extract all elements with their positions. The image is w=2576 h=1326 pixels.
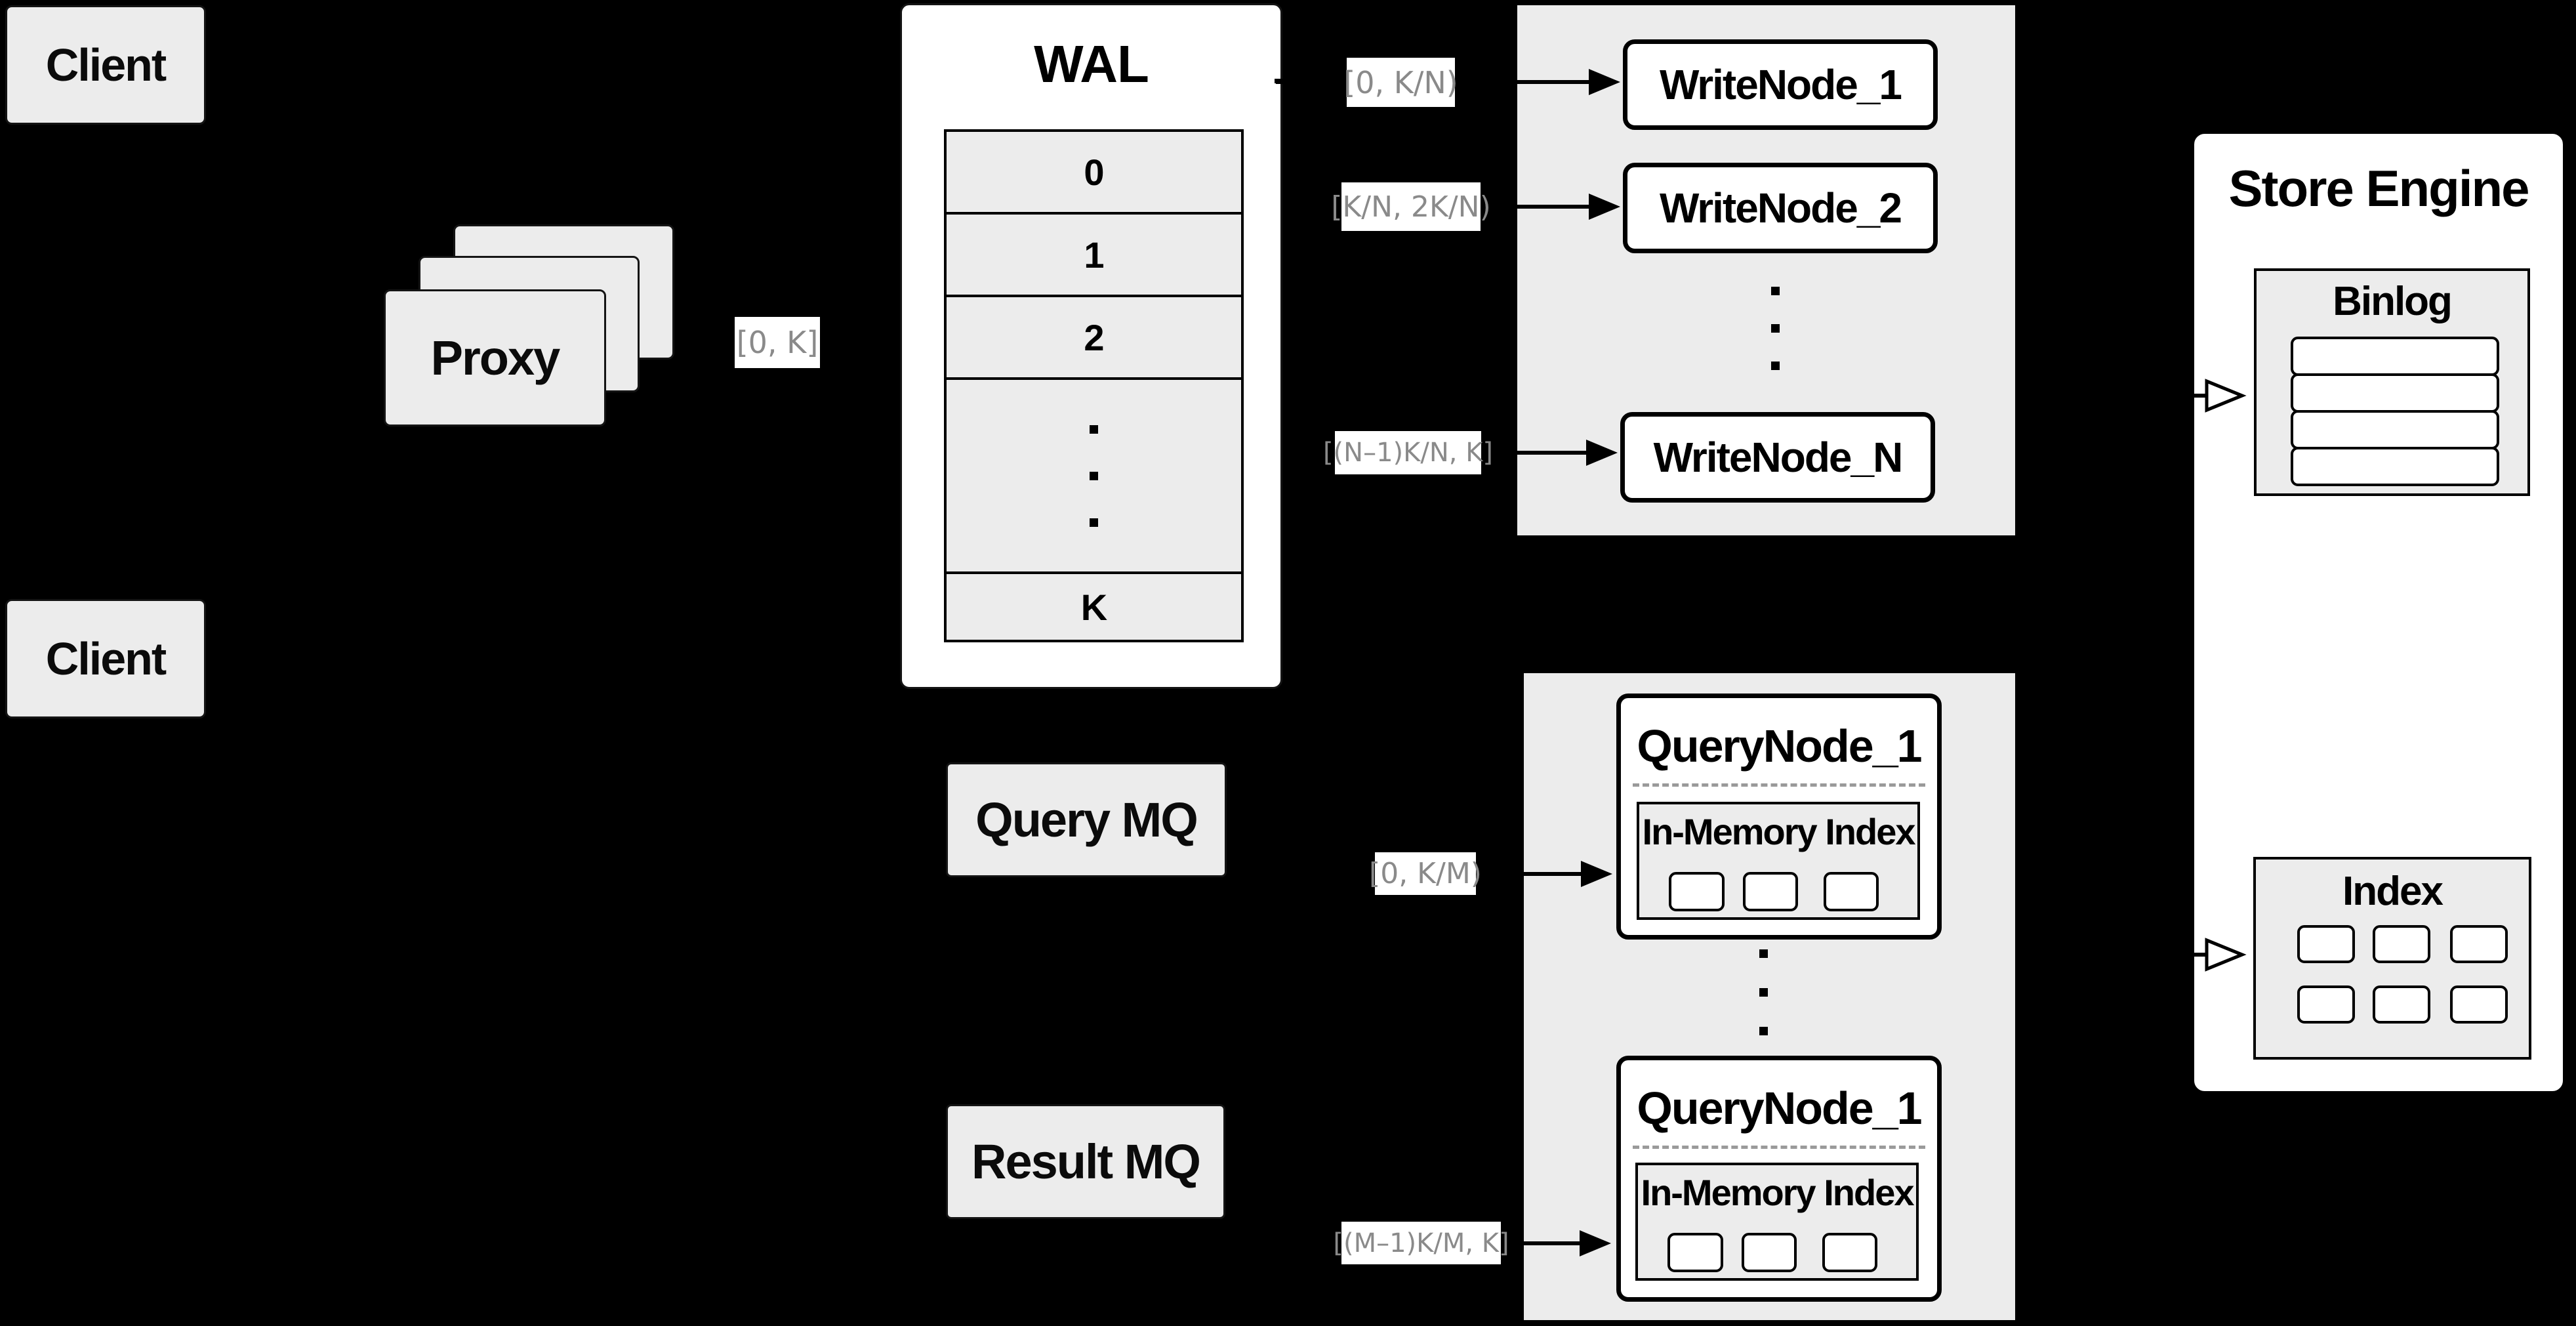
client-top-label: Client xyxy=(45,39,167,91)
query-node-1-title-text: QueryNode_1 xyxy=(1637,720,1922,772)
in-memory-index-2-title-text: In-Memory Index xyxy=(1641,1171,1915,1213)
in-memory-index-2-box: In-Memory Index xyxy=(1635,1163,1919,1281)
in-memory-index-1-title: In-Memory Index xyxy=(1639,811,1917,852)
wal-title-text: WAL xyxy=(1034,35,1149,93)
range-write-2-text: [K/N, 2K/N) xyxy=(1331,190,1491,224)
wal-segment-k-text: K xyxy=(1080,586,1107,628)
binlog-title-text: Binlog xyxy=(2333,278,2453,324)
binlog-rows xyxy=(2291,337,2499,486)
index-slot xyxy=(1822,1233,1877,1272)
range-query-1-text: [0, K/M) xyxy=(1369,857,1482,890)
index-slot xyxy=(2297,925,2355,963)
range-write-n-text: [(N–1)K/N, K] xyxy=(1322,438,1494,468)
index-slot xyxy=(1742,1233,1797,1272)
query-node-1-title: QueryNode_1 xyxy=(1621,716,1937,776)
index-slot xyxy=(1824,872,1879,911)
index-box: Index xyxy=(2253,857,2531,1060)
result-mq-box: Result MQ xyxy=(946,1104,1225,1219)
wal-segment-0-text: 0 xyxy=(1084,151,1104,193)
wal-card: WAL 0 1 2 K xyxy=(900,3,1284,689)
write-node-n-label: WriteNode_N xyxy=(1653,434,1904,481)
binlog-title: Binlog xyxy=(2257,276,2527,326)
range-label-query-1: [0, K/M) xyxy=(1369,852,1482,895)
index-slot xyxy=(2373,985,2430,1024)
index-slot xyxy=(1743,872,1798,911)
index-slot xyxy=(2297,985,2355,1024)
range-query-m-text: [(M–1)K/M, K] xyxy=(1333,1228,1509,1258)
vertical-ellipsis-icon xyxy=(1759,949,1768,1035)
store-engine-title-text: Store Engine xyxy=(2228,159,2529,217)
query-node-1-box: QueryNode_1 In-Memory Index xyxy=(1616,694,1942,940)
binlog-row xyxy=(2291,447,2499,486)
write-node-n-box: WriteNode_N xyxy=(1620,412,1935,503)
query-mq-label: Query MQ xyxy=(975,793,1198,847)
query-node-m-box: QueryNode_1 In-Memory Index xyxy=(1616,1056,1942,1302)
range-label-query-m: [(M–1)K/M, K] xyxy=(1333,1222,1509,1264)
binlog-row xyxy=(2291,337,2499,376)
wal-segment-2-text: 2 xyxy=(1084,316,1104,358)
wal-segment-k: K xyxy=(947,574,1241,640)
binlog-box: Binlog xyxy=(2254,268,2530,496)
query-node-m-title: QueryNode_1 xyxy=(1621,1079,1937,1138)
in-memory-index-1-title-text: In-Memory Index xyxy=(1642,810,1916,852)
vertical-ellipsis-icon xyxy=(1090,425,1098,527)
write-node-2-box: WriteNode_2 xyxy=(1623,163,1938,253)
index-slot xyxy=(1667,1233,1723,1272)
range-label-write-2: [K/N, 2K/N) xyxy=(1331,182,1491,231)
wal-segment-0: 0 xyxy=(947,132,1241,215)
query-mq-box: Query MQ xyxy=(946,762,1227,877)
query-node-m-title-text: QueryNode_1 xyxy=(1637,1083,1922,1134)
range-label-proxy-out: [0, K] xyxy=(735,317,820,368)
range-label-write-n: [(N–1)K/N, K] xyxy=(1323,431,1493,474)
vertical-ellipsis-icon xyxy=(1771,287,1780,370)
index-slot xyxy=(2373,925,2430,963)
wal-segment-1: 1 xyxy=(947,215,1241,297)
in-memory-index-2-title: In-Memory Index xyxy=(1638,1171,1916,1213)
index-title: Index xyxy=(2256,866,2529,916)
index-title-text: Index xyxy=(2342,868,2443,914)
proxy-label: Proxy xyxy=(430,331,561,385)
write-node-1-box: WriteNode_1 xyxy=(1623,39,1938,130)
index-slot xyxy=(2450,925,2508,963)
in-memory-index-1-box: In-Memory Index xyxy=(1637,802,1920,920)
write-node-1-label: WriteNode_1 xyxy=(1659,61,1902,108)
store-engine-box: Store Engine Binlog Index xyxy=(2190,130,2567,1095)
hollow-arrow-right-icon xyxy=(2133,938,2247,972)
wal-segment-2: 2 xyxy=(947,297,1241,380)
dashed-divider xyxy=(1633,783,1925,787)
range-write-1-text: [0, K/N) xyxy=(1343,64,1458,100)
index-slot xyxy=(1669,872,1725,911)
dashed-divider xyxy=(1633,1146,1925,1149)
store-engine-title: Store Engine xyxy=(2194,157,2563,220)
result-mq-label: Result MQ xyxy=(971,1134,1201,1189)
wal-title: WAL xyxy=(902,31,1280,97)
range-proxy-out-text: [0, K] xyxy=(736,325,819,360)
range-label-write-1: [0, K/N) xyxy=(1343,58,1458,107)
client-bottom-box: Client xyxy=(5,599,206,718)
write-node-2-label: WriteNode_2 xyxy=(1659,184,1902,232)
hollow-arrow-right-icon xyxy=(2133,379,2247,413)
client-bottom-label: Client xyxy=(45,633,167,684)
wal-table: 0 1 2 K xyxy=(944,129,1244,642)
index-slot xyxy=(2450,985,2508,1024)
client-top-box: Client xyxy=(5,5,206,125)
binlog-row xyxy=(2291,410,2499,449)
wal-segment-1-text: 1 xyxy=(1084,234,1104,276)
proxy-box: Proxy xyxy=(384,289,606,426)
binlog-row xyxy=(2291,373,2499,413)
wal-segment-ellipsis xyxy=(947,380,1241,574)
